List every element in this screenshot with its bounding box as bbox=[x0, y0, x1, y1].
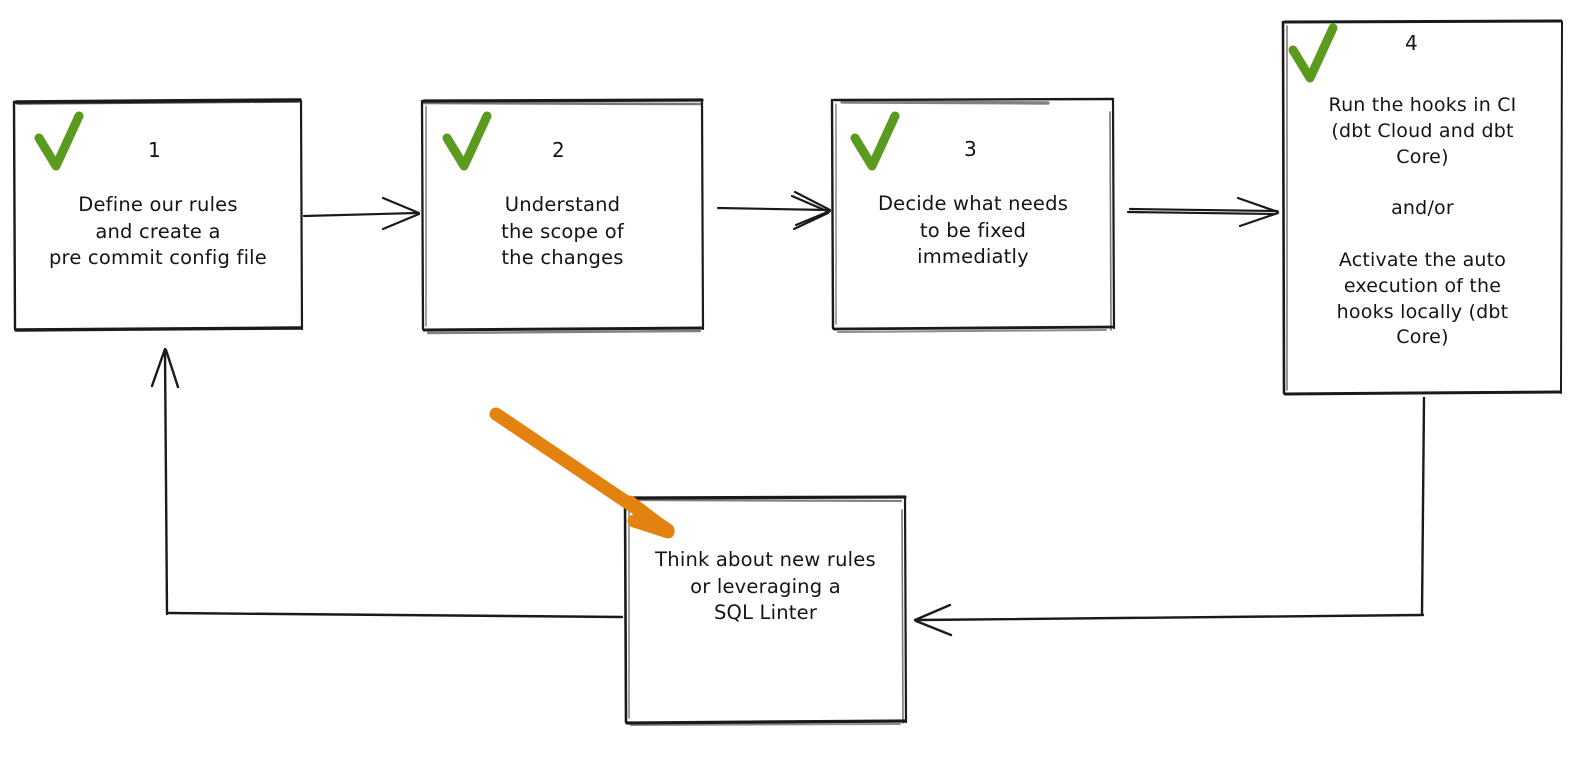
flow-node-step-4[interactable]: 4 Run the hooks in CI (dbt Cloud and dbt… bbox=[1283, 21, 1562, 394]
arrow-5-to-1 bbox=[150, 347, 624, 619]
step-number-3: 3 bbox=[964, 137, 978, 161]
arrow-4-to-5 bbox=[913, 396, 1426, 637]
node-2-text: Understand the scope of the changes bbox=[501, 193, 624, 270]
step-number-1: 1 bbox=[148, 138, 162, 162]
step-number-4: 4 bbox=[1405, 31, 1419, 55]
flow-node-feedback[interactable]: Think about new rules or leveraging a SQ… bbox=[625, 497, 906, 723]
flow-node-step-1[interactable]: 1 Define our rules and create a pre comm… bbox=[14, 100, 302, 330]
arrow-1-to-2 bbox=[302, 196, 421, 231]
flow-node-step-2[interactable]: 2 Understand the scope of the changes bbox=[422, 100, 703, 330]
arrow-2-to-3 bbox=[716, 190, 832, 231]
arrow-3-to-4 bbox=[1126, 196, 1280, 228]
node-4-text: Run the hooks in CI (dbt Cloud and dbt C… bbox=[1328, 94, 1517, 349]
node-5-text: Think about new rules or leveraging a SQ… bbox=[655, 548, 876, 625]
node-3-text: Decide what needs to be fixed immediatly bbox=[877, 192, 1069, 269]
node-1-text: Define our rules and create a pre commit… bbox=[48, 193, 268, 270]
flow-node-step-3[interactable]: 3 Decide what needs to be fixed immediat… bbox=[832, 99, 1114, 329]
step-number-2: 2 bbox=[552, 138, 566, 162]
